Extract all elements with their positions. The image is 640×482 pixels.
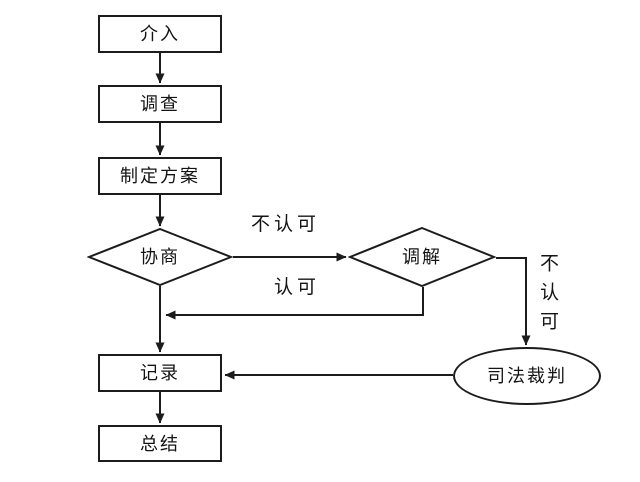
node-investigate-label: 调查 (140, 94, 180, 114)
node-negotiate-label: 协商 (140, 247, 180, 267)
node-make-plan: 制定方案 (98, 157, 222, 195)
node-summary-label: 总结 (140, 433, 180, 454)
node-judicial-judgment-label: 司法裁判 (487, 366, 567, 386)
node-intervene-label: 介入 (140, 24, 180, 44)
diamond-shape (348, 227, 496, 287)
edge-tiaojie-jilu (165, 287, 424, 320)
node-make-plan-label: 制定方案 (120, 166, 200, 186)
node-mediate-label: 调解 (402, 247, 442, 267)
edge-label-not-accepted-vertical: 不认可 (537, 253, 558, 340)
edge-label-accepted: 认可 (274, 277, 321, 298)
node-investigate: 调查 (98, 85, 222, 123)
node-intervene: 介入 (98, 15, 222, 53)
node-summary: 总结 (98, 425, 222, 462)
diamond-shape (87, 228, 233, 286)
edge-label-not-accepted: 不认可 (251, 214, 321, 235)
node-record-label: 记录 (140, 363, 180, 383)
node-judicial-judgment: 司法裁判 (453, 347, 601, 405)
node-negotiate-decision: 协商 (87, 228, 233, 286)
node-record: 记录 (98, 354, 222, 392)
node-mediate-decision: 调解 (348, 227, 496, 287)
edge-tiaojie-sifa (496, 257, 531, 346)
